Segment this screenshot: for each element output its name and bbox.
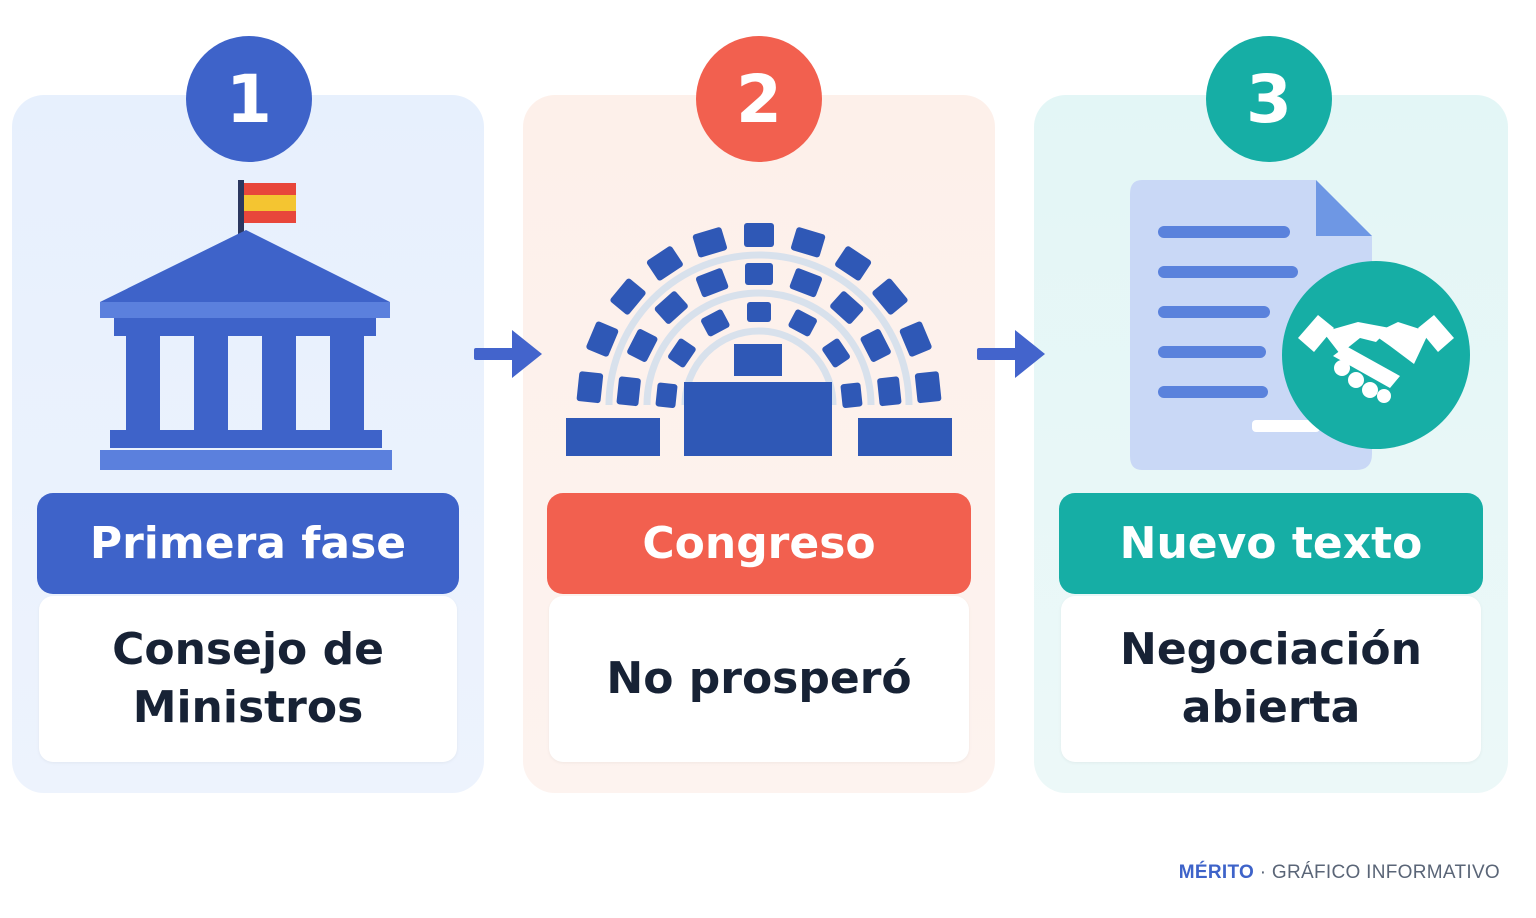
step-description-1: Consejo de Ministros — [39, 596, 457, 762]
step-title-3: Nuevo texto — [1059, 493, 1483, 594]
parliament-seat — [646, 246, 683, 281]
parliament-seat — [899, 321, 932, 357]
parliament-seat — [616, 376, 641, 407]
step-number-badge-1: 1 — [186, 36, 312, 162]
parliament-seat — [840, 382, 863, 408]
government-building-flag-icon — [100, 180, 392, 470]
step-description-3: Negociación abierta — [1061, 596, 1481, 762]
footer-separator: · — [1259, 862, 1267, 883]
arrow-right-icon — [977, 330, 1045, 378]
footer-credit: MÉRITO · GRÁFICO INFORMATIVO — [1179, 862, 1500, 884]
footer-text: GRÁFICO INFORMATIVO — [1271, 862, 1500, 883]
parliament-seat — [872, 278, 908, 315]
step-number-badge-2: 2 — [696, 36, 822, 162]
parliament-seat — [822, 338, 850, 368]
parliament-seat — [744, 223, 774, 247]
parliament-seat — [576, 371, 604, 404]
parliament-seat — [830, 291, 864, 324]
parliament-seat — [747, 302, 771, 322]
step-description-line: Consejo de — [112, 624, 384, 675]
step-description-2: No prosperó — [549, 596, 969, 762]
step-number-badge-3: 3 — [1206, 36, 1332, 162]
parliament-seat — [586, 321, 619, 357]
parliament-seat — [835, 246, 872, 281]
parliament-seat — [791, 227, 826, 258]
parliament-seat — [655, 382, 678, 408]
parliament-seat — [610, 278, 646, 315]
step-description-line: No prosperó — [606, 653, 912, 704]
footer-brand: MÉRITO — [1178, 862, 1255, 883]
document-handshake-icon — [1130, 180, 1470, 470]
parliament-seat — [914, 371, 942, 404]
parliament-seat — [860, 329, 891, 362]
step-description-line: Negociación — [1120, 624, 1422, 675]
parliament-hemicycle-icon — [566, 223, 952, 456]
parliament-seat — [877, 376, 902, 407]
parliament-seat — [789, 268, 823, 298]
step-description-line: Ministros — [132, 682, 364, 733]
parliament-seat — [654, 291, 688, 324]
parliament-seat — [788, 309, 817, 337]
parliament-seat — [695, 268, 729, 298]
step-title-1: Primera fase — [37, 493, 459, 594]
parliament-seat — [701, 309, 730, 337]
parliament-seat — [745, 263, 773, 285]
parliament-seat — [668, 338, 696, 368]
step-title-2: Congreso — [547, 493, 971, 594]
step-description-line: abierta — [1181, 682, 1361, 733]
parliament-seat — [627, 329, 658, 362]
parliament-seat — [692, 227, 727, 258]
arrow-right-icon — [474, 330, 542, 378]
